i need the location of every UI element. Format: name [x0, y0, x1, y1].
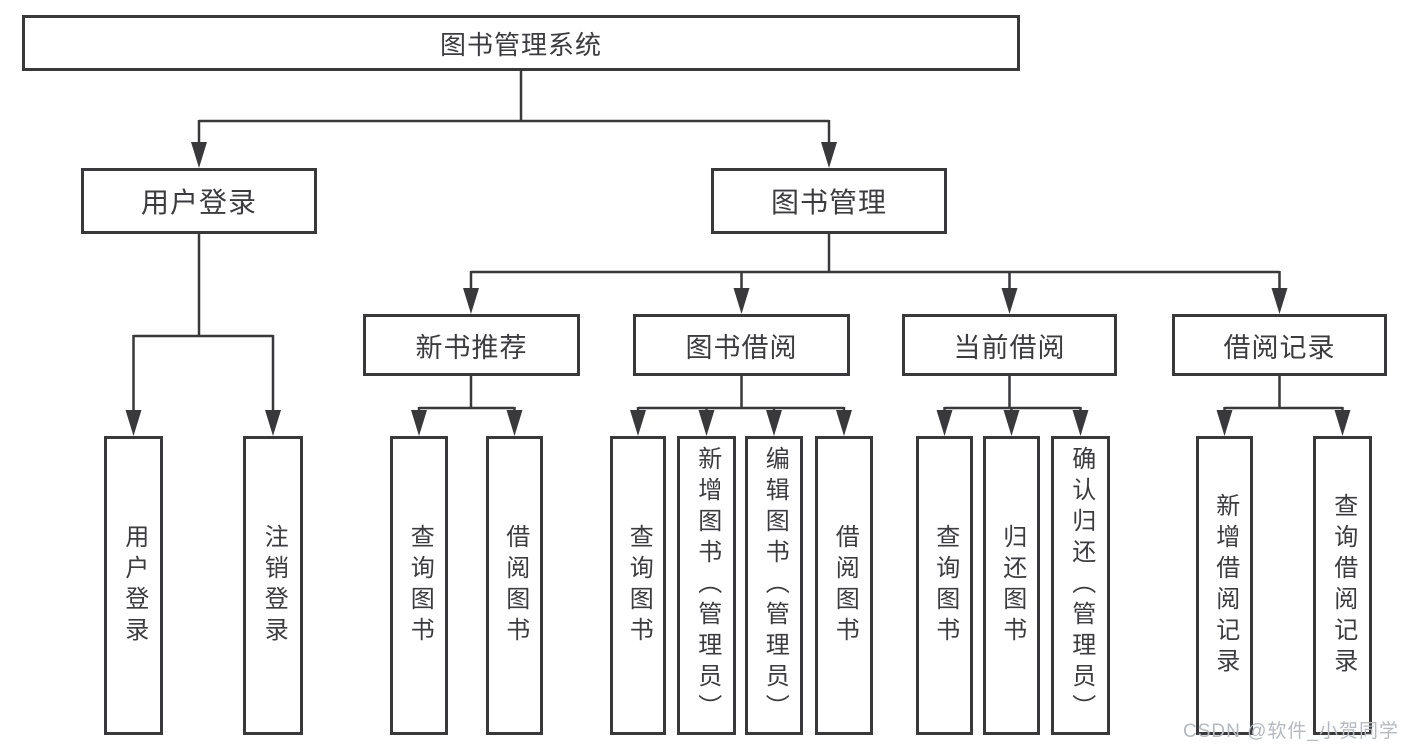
leaf-user-login: 用户登录 [104, 436, 163, 735]
leaf-add-book-admin: 新增图书（管理员） [677, 436, 736, 735]
node-new-book-recommend: 新书推荐 [363, 314, 580, 376]
node-book-management: 图书管理 [711, 168, 947, 234]
leaf-query-books-borrow: 查询图书 [610, 436, 666, 735]
leaf-edit-book-admin: 编辑图书（管理员） [745, 436, 803, 735]
node-book-borrow: 图书借阅 [633, 314, 850, 376]
leaf-logout: 注销登录 [243, 436, 303, 735]
leaf-query-borrow-record: 查询借阅记录 [1313, 436, 1372, 735]
leaf-borrow-books-recommend: 借阅图书 [486, 436, 543, 735]
leaf-confirm-return-admin: 确认归还（管理员） [1051, 436, 1110, 735]
leaf-add-borrow-record: 新增借阅记录 [1196, 436, 1253, 735]
leaf-query-books-recommend: 查询图书 [390, 436, 448, 735]
node-borrow-records: 借阅记录 [1172, 314, 1387, 376]
node-current-borrow: 当前借阅 [902, 314, 1117, 376]
leaf-return-books: 归还图书 [983, 436, 1040, 735]
leaf-query-books-current: 查询图书 [916, 436, 973, 735]
leaf-borrow-books: 借阅图书 [815, 436, 873, 735]
node-library-system: 图书管理系统 [22, 15, 1020, 71]
watermark: CSDN @软件_小贺同学 [1183, 721, 1399, 742]
node-user-login: 用户登录 [81, 168, 317, 234]
